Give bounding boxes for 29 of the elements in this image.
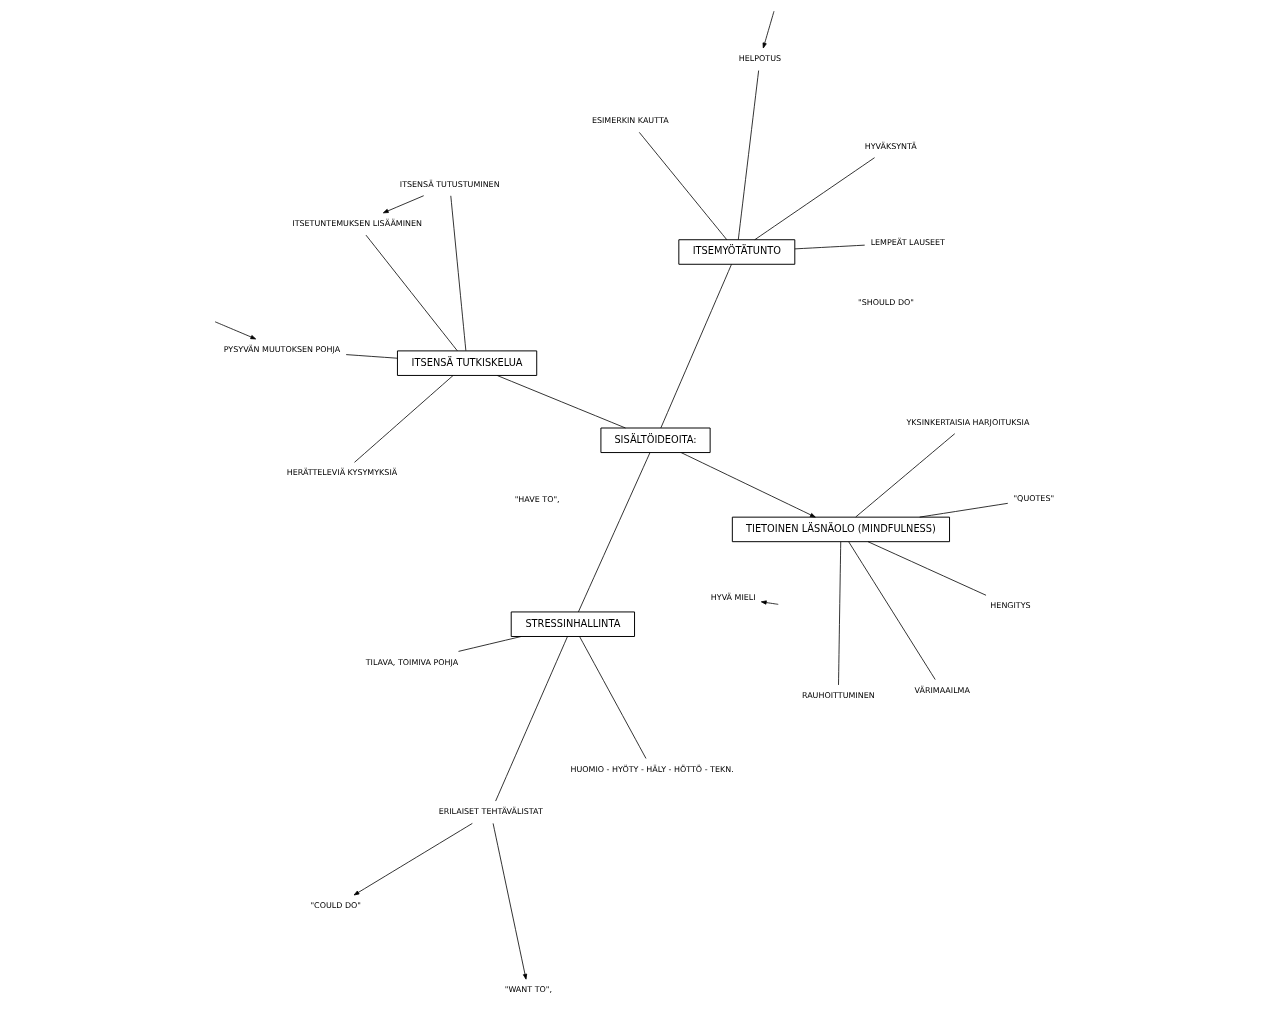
arrow bbox=[492, 823, 528, 980]
connector bbox=[754, 157, 875, 241]
connector bbox=[450, 195, 467, 351]
arrow bbox=[382, 195, 425, 214]
connector bbox=[638, 131, 728, 241]
node-box: ITSENSÄ TUTKISKELUA bbox=[396, 350, 538, 376]
arrow bbox=[760, 600, 779, 605]
node-box: ITSEMYÖTÄTUNTO bbox=[678, 239, 796, 265]
connector bbox=[345, 354, 398, 359]
connector bbox=[458, 636, 522, 652]
connector bbox=[848, 541, 936, 680]
arrow bbox=[353, 823, 473, 896]
connector bbox=[855, 433, 956, 518]
arrow bbox=[762, 10, 775, 49]
connector bbox=[365, 234, 458, 352]
connector bbox=[794, 244, 866, 250]
connector bbox=[660, 264, 732, 429]
connector bbox=[579, 636, 647, 759]
connector bbox=[496, 375, 626, 429]
connector bbox=[495, 636, 568, 802]
connector bbox=[578, 452, 651, 613]
node-box: STRESSINHALLINTA bbox=[510, 611, 636, 637]
arrow bbox=[214, 321, 257, 340]
connector bbox=[838, 541, 842, 686]
node-box: SISÄLTÖIDEOITA: bbox=[600, 427, 711, 454]
connector bbox=[867, 541, 987, 596]
connector bbox=[354, 375, 454, 463]
node-box: TIETOINEN LÄSNÄOLO (MINDFULNESS) bbox=[731, 516, 951, 543]
connector bbox=[737, 70, 760, 241]
